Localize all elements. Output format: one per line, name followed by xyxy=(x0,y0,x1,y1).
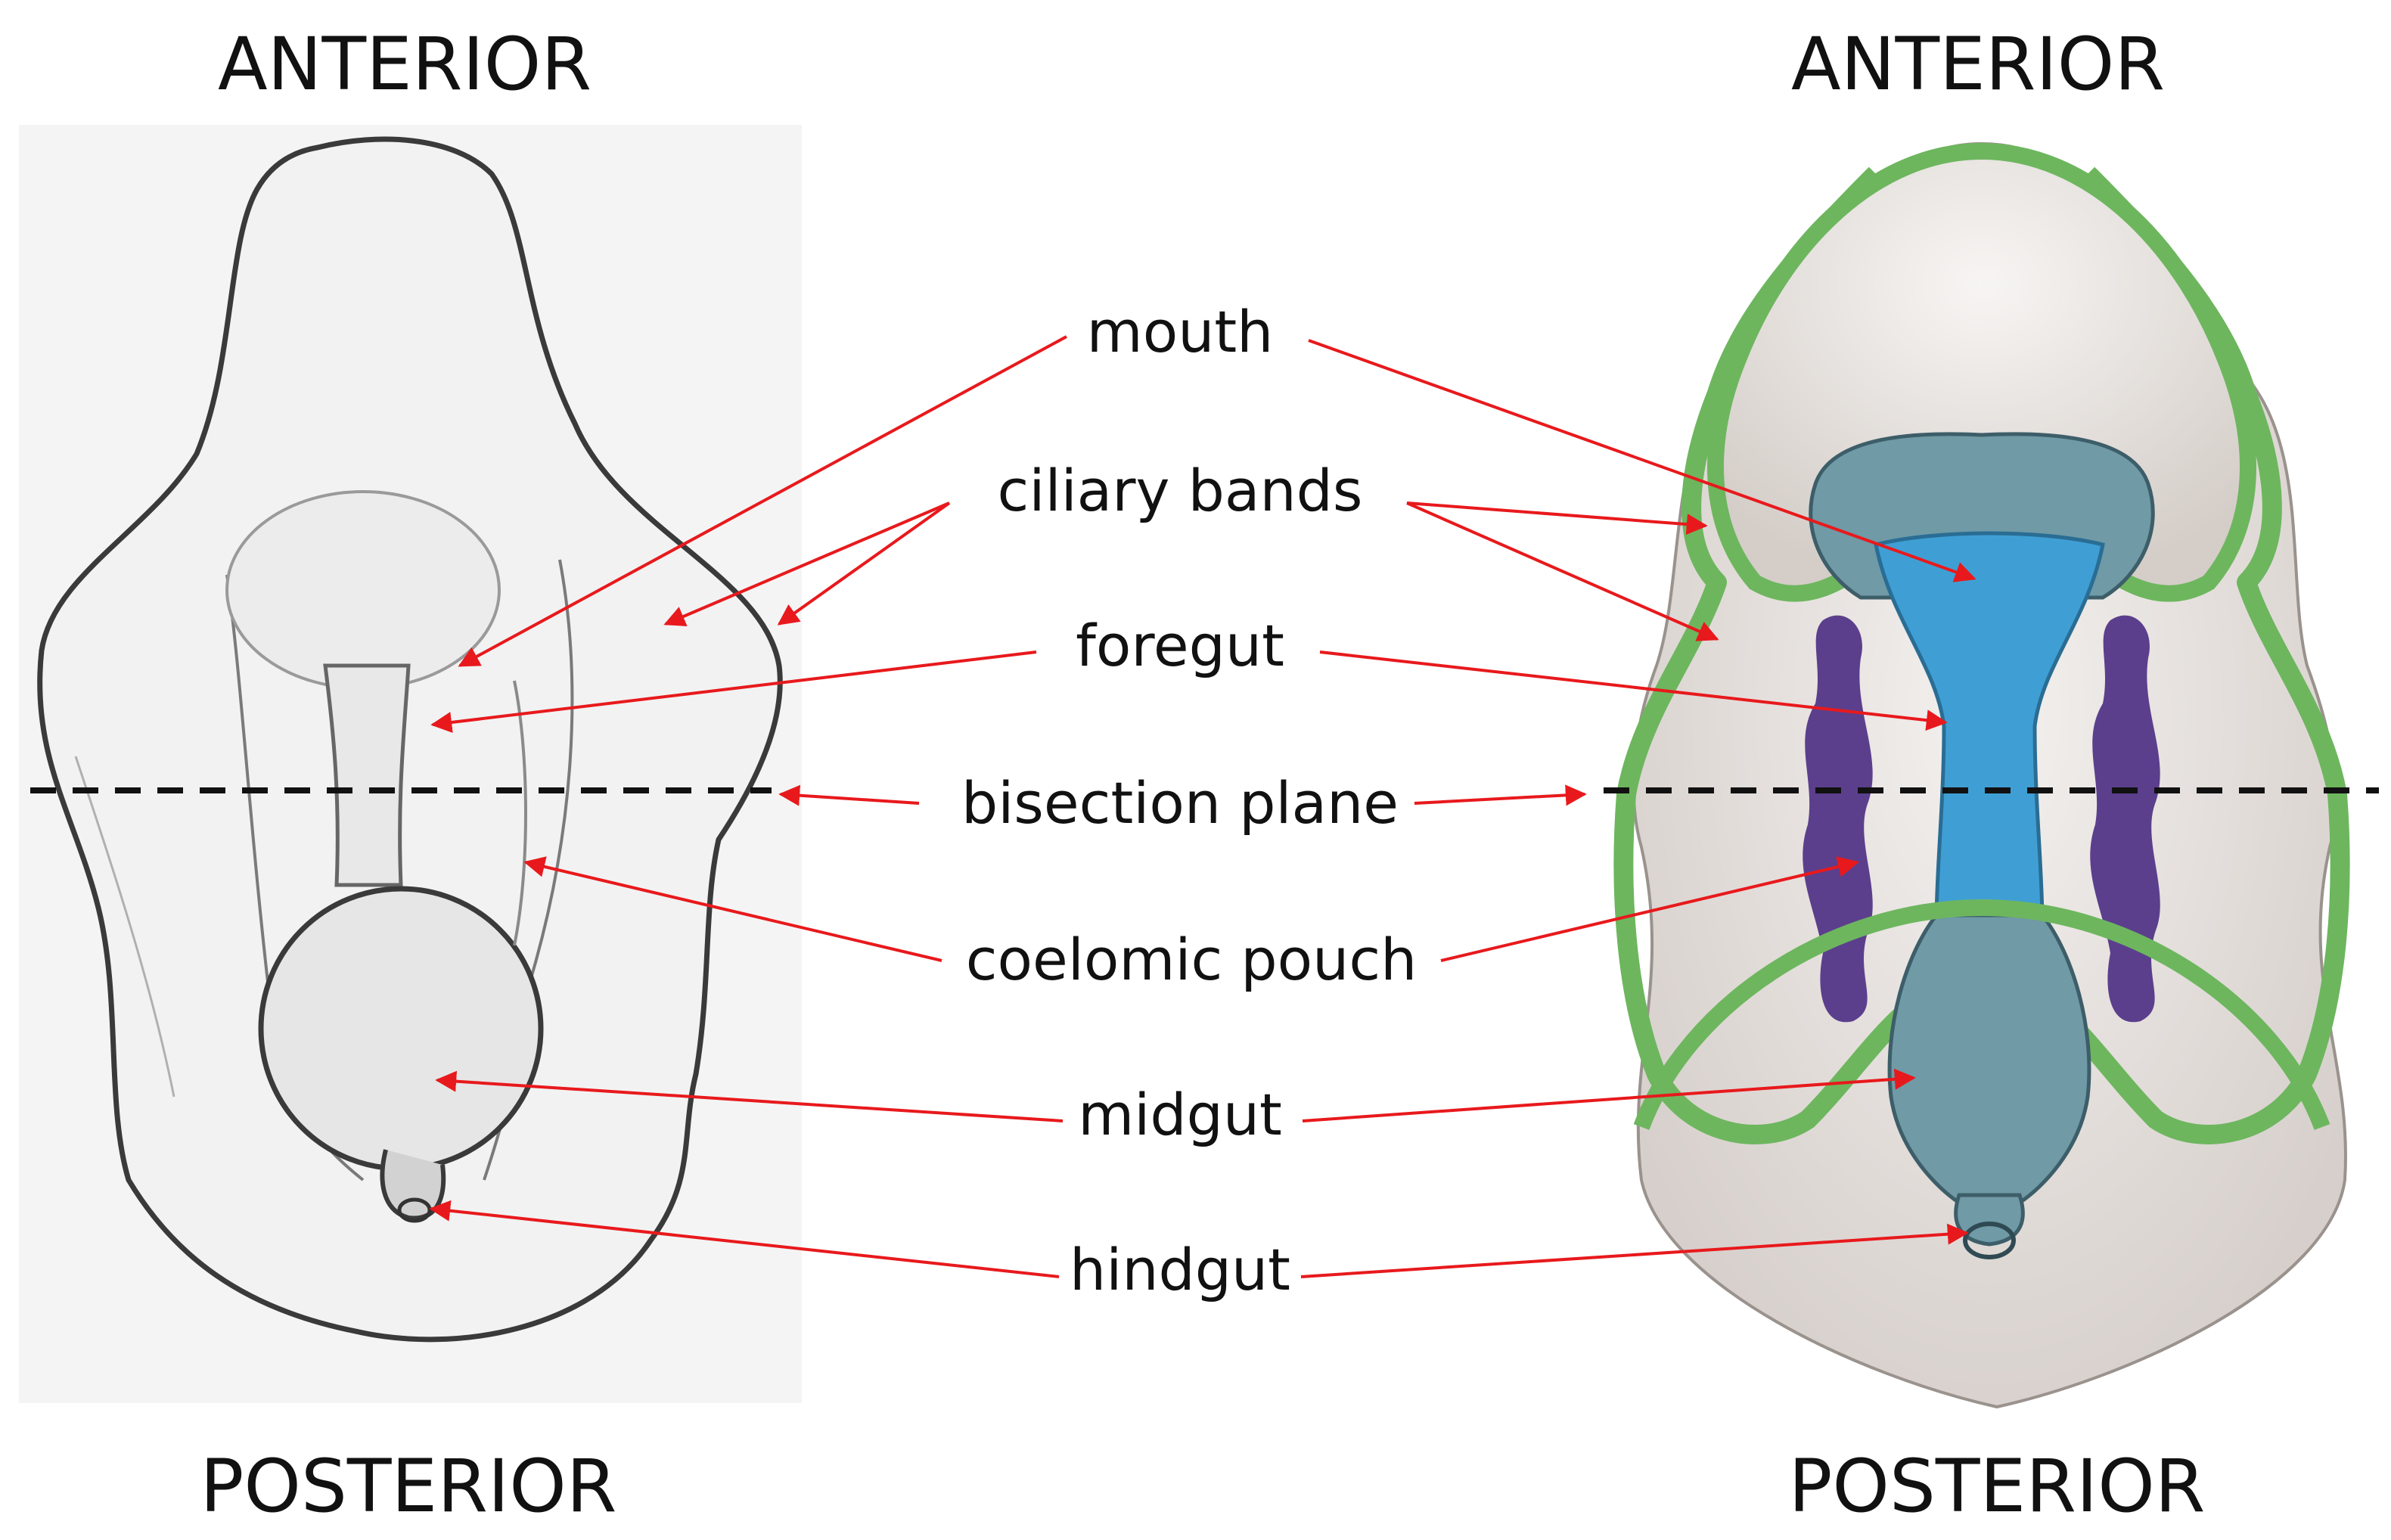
label-posterior-right: POSTERIOR xyxy=(1789,1444,2206,1529)
label-ciliary-bands: ciliary bands xyxy=(998,457,1363,524)
schematic-panel xyxy=(1613,141,2350,1409)
arrow-ciliary-right-2 xyxy=(1406,501,1719,641)
arrow-ciliary-left-1 xyxy=(663,501,950,626)
micrograph-foregut xyxy=(323,663,411,887)
micrograph-coelomic-pouch xyxy=(513,680,527,946)
arrow-midgut-right xyxy=(1302,1068,1916,1122)
arrow-ciliary-right-1 xyxy=(1406,501,1708,536)
label-mouth: mouth xyxy=(1087,298,1274,365)
arrow-foregut-right xyxy=(1319,650,1948,731)
schematic-coelomic-pouch-left xyxy=(1803,615,1873,1023)
micrograph-hindgut xyxy=(380,1149,446,1221)
annotation-arrows xyxy=(429,335,1976,1278)
arrow-hindgut-right xyxy=(1300,1223,1969,1278)
schematic-hindgut xyxy=(1954,1193,2025,1247)
arrow-bisection-left xyxy=(778,784,920,806)
arrow-mouth-right xyxy=(1308,339,1976,582)
schematic-foregut xyxy=(1874,531,2105,925)
label-coelomic-pouch: coelomic pouch xyxy=(966,926,1418,993)
arrow-midgut-left xyxy=(435,1070,1064,1122)
label-hindgut: hindgut xyxy=(1070,1236,1290,1303)
micrograph-midgut xyxy=(258,886,544,1172)
label-anterior-left: ANTERIOR xyxy=(218,22,592,107)
label-posterior-left: POSTERIOR xyxy=(200,1444,617,1529)
arrow-ciliary-left-2 xyxy=(777,501,951,626)
label-anterior-right: ANTERIOR xyxy=(1791,22,2165,107)
micrograph-body-outline xyxy=(37,136,783,1343)
micrograph-inner-line xyxy=(74,756,175,1098)
label-bisection-plane: bisection plane xyxy=(961,769,1399,837)
schematic-ciliary-band-posterior xyxy=(1633,899,2330,1130)
micrograph-mouth-region xyxy=(225,490,501,690)
arrow-foregut-left xyxy=(430,650,1037,733)
arrow-coelomic-left xyxy=(523,856,942,962)
schematic-midgut xyxy=(1887,913,2091,1205)
arrow-mouth-left xyxy=(458,335,1067,667)
schematic-coelomic-pouch-right xyxy=(2090,615,2160,1023)
arrow-hindgut-left xyxy=(429,1200,1060,1278)
micrograph-panel xyxy=(19,125,802,1403)
label-midgut: midgut xyxy=(1078,1081,1282,1148)
arrow-coelomic-right xyxy=(1440,856,1859,962)
label-foregut: foregut xyxy=(1076,612,1284,679)
arrow-bisection-right xyxy=(1414,784,1587,806)
